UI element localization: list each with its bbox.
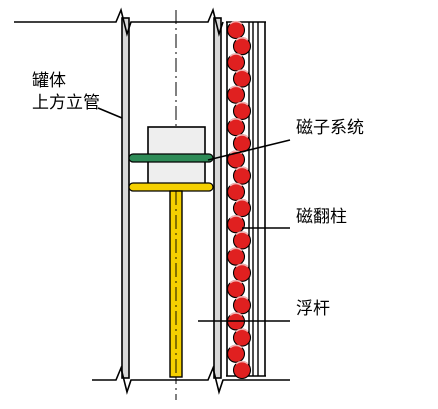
standpipe-right-wall xyxy=(213,17,222,379)
flap-ball-highlight xyxy=(235,166,249,171)
label-tank-line2: 上方立管 xyxy=(32,93,100,113)
flap-ball-highlight xyxy=(235,360,249,365)
flap-ball-highlight xyxy=(235,296,249,300)
label-magnet-system: 磁子系统 xyxy=(296,118,364,138)
flap-ball-highlight xyxy=(235,231,249,236)
flap-ball-highlight xyxy=(229,312,243,317)
magnet-collar xyxy=(128,153,214,163)
top-break-line xyxy=(14,7,224,37)
label-float-rod: 浮杆 xyxy=(296,299,330,319)
flap-ball-highlight xyxy=(229,215,243,219)
flap-ball xyxy=(232,231,252,250)
flap-ball-highlight xyxy=(229,20,243,25)
flap-ball-highlight xyxy=(235,263,249,268)
flap-ball-highlight xyxy=(229,247,243,252)
flap-ball-highlight xyxy=(229,150,243,155)
bottom-break-line xyxy=(92,365,290,395)
flap-ball-highlight xyxy=(235,198,249,203)
flap-ball-highlight xyxy=(235,328,249,333)
flap-ball-highlight xyxy=(229,279,243,284)
label-flap-column: 磁翻柱 xyxy=(296,207,347,227)
flap-ball-highlight xyxy=(235,69,249,74)
flap-column xyxy=(226,20,266,380)
label-tank-line1: 罐体 xyxy=(32,71,66,91)
flap-ball-highlight xyxy=(229,85,243,90)
flap-ball-highlight xyxy=(235,37,249,41)
leader-magnet-system xyxy=(207,139,291,161)
flap-ball-highlight xyxy=(229,182,243,187)
flap-ball-highlight xyxy=(229,344,243,349)
flap-ball-highlight xyxy=(235,101,249,106)
standpipe-left-wall xyxy=(121,17,130,379)
float-plate xyxy=(128,182,214,192)
flap-balls xyxy=(226,20,252,380)
flap-ball-highlight xyxy=(235,134,249,139)
flap-ball-highlight xyxy=(229,117,243,122)
flap-ball xyxy=(226,215,246,234)
flap-ball-highlight xyxy=(229,53,243,58)
leader-tank xyxy=(97,107,123,119)
flap-ball xyxy=(232,199,252,218)
